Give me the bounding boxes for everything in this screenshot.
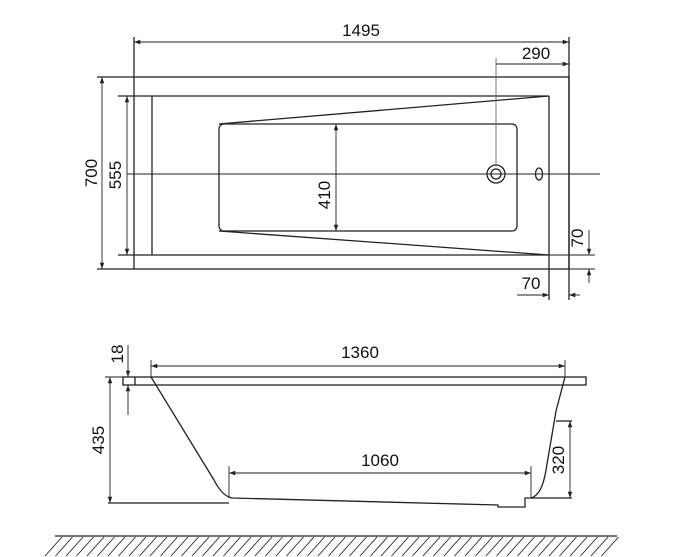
hatch-line (107, 536, 126, 557)
slope-bottom (218, 230, 550, 256)
hatch-line (76, 536, 94, 557)
hatch-line (601, 536, 619, 557)
hatch-line (590, 536, 609, 557)
hatch-line (401, 536, 420, 557)
hatch-line (412, 536, 430, 557)
hatch-line (223, 536, 241, 557)
hatch-line (380, 536, 399, 557)
hatch-line (139, 536, 157, 557)
hatch-line (254, 536, 273, 557)
dim-end-rim: 70 (522, 274, 541, 293)
hatch-line (328, 536, 346, 557)
hatch-line (548, 536, 567, 557)
hatch-line (296, 536, 315, 557)
dim-height: 435 (89, 426, 108, 454)
dim-foot-height: 320 (549, 446, 568, 474)
hatch-line (65, 536, 84, 557)
hatch-line (506, 536, 525, 557)
hatch-line (517, 536, 535, 557)
slope-top (218, 95, 550, 125)
hatch-line (86, 536, 105, 557)
dim-inner-width: 555 (106, 161, 125, 189)
hatch-line (496, 536, 514, 557)
dim-overall-length: 1495 (342, 21, 380, 40)
side-view: 1360 18 435 1060 320 (89, 343, 587, 508)
hatch-line (338, 536, 357, 557)
hatch-line (212, 536, 231, 557)
hatch-line (475, 536, 493, 557)
dim-bottom-length: 1060 (361, 451, 399, 470)
hatch-line (422, 536, 441, 557)
hatch-line (454, 536, 472, 557)
hatch-line (443, 536, 462, 557)
overflow-icon (534, 167, 544, 181)
hatch-line (527, 536, 546, 557)
hatch-line (485, 536, 504, 557)
dim-drain-offset: 290 (522, 44, 550, 63)
basin-outline (218, 123, 518, 232)
hatch-line (307, 536, 325, 557)
hatch-line (233, 536, 252, 557)
floor-hatch (44, 535, 619, 557)
dim-rim-thickness: 18 (108, 345, 127, 364)
hatch-line (317, 536, 336, 557)
hatch-line (569, 536, 588, 557)
hatch-line (433, 536, 451, 557)
hatch-line (160, 536, 178, 557)
rim (122, 376, 587, 386)
hatch-line (181, 536, 199, 557)
hatch-line (359, 536, 378, 557)
hatch-line (97, 536, 115, 557)
hatch-line (370, 536, 388, 557)
hatch-line (128, 536, 147, 557)
hatch-line (149, 536, 168, 557)
hatch-line (275, 536, 294, 557)
hatch-line (286, 536, 304, 557)
hatch-line (191, 536, 210, 557)
hatch-line (55, 536, 73, 557)
dim-side-rim: 70 (568, 229, 587, 248)
hatch-line (464, 536, 483, 557)
dim-inner-length: 1360 (341, 343, 379, 362)
hatch-line (391, 536, 409, 557)
hatch-line (244, 536, 262, 557)
dim-basin-width: 410 (315, 181, 334, 209)
hatch-line (44, 536, 63, 557)
hatch-line (349, 536, 367, 557)
hatch-line (170, 536, 189, 557)
hatch-line (202, 536, 220, 557)
tub-profile (150, 376, 566, 508)
hatch-line (559, 536, 577, 557)
hatch-line (265, 536, 283, 557)
hatch-line (580, 536, 598, 557)
top-view: 1495 290 700 555 410 70 70 (82, 21, 600, 300)
dim-overall-width: 700 (82, 159, 101, 187)
hatch-line (538, 536, 556, 557)
hatch-line (118, 536, 136, 557)
